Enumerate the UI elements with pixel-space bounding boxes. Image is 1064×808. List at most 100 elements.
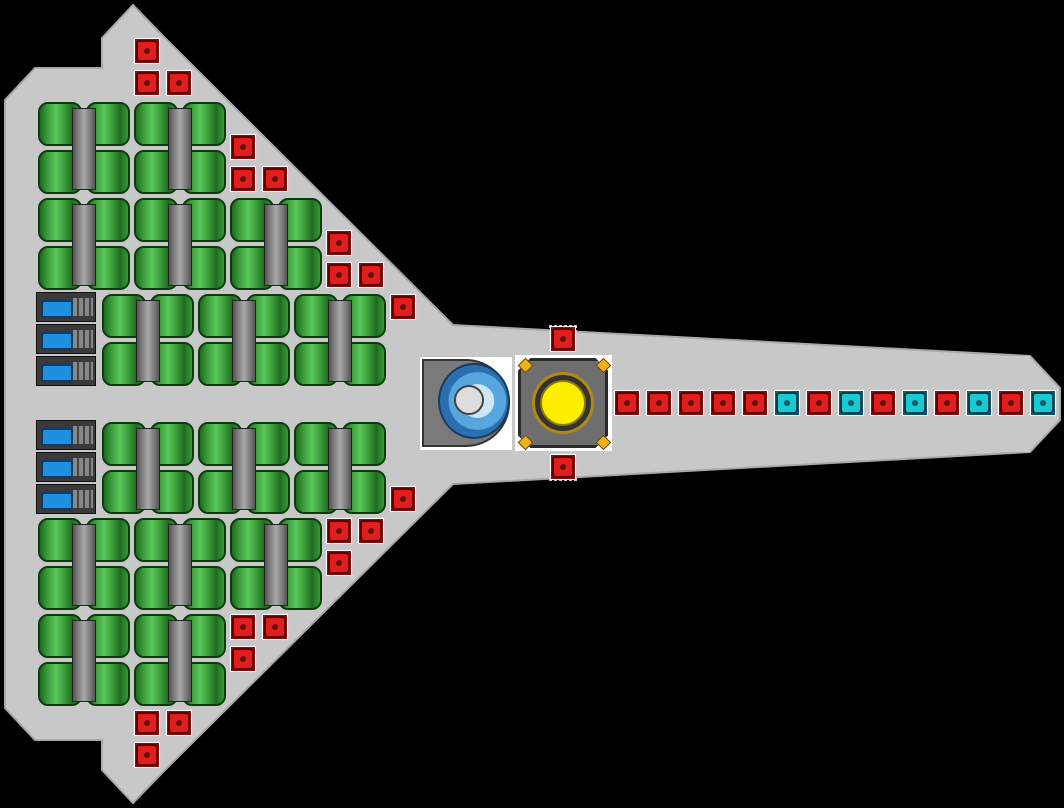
hull-corridor — [36, 388, 420, 420]
fuel-pipe — [168, 620, 192, 702]
fuel-tank[interactable] — [132, 196, 228, 292]
red-thruster[interactable] — [869, 389, 897, 417]
fuel-pipe — [136, 428, 160, 510]
red-thruster-icon — [360, 264, 382, 286]
fuel-pipe — [264, 204, 288, 286]
red-thruster[interactable] — [997, 389, 1025, 417]
red-thruster[interactable] — [133, 741, 161, 769]
battery-cell[interactable] — [36, 420, 96, 450]
red-thruster[interactable] — [325, 261, 353, 289]
fuel-pipe — [72, 108, 96, 190]
fuel-tank[interactable] — [36, 100, 132, 196]
red-thruster-icon — [264, 616, 286, 638]
red-thruster[interactable] — [229, 645, 257, 673]
red-thruster[interactable] — [613, 389, 641, 417]
battery-connector — [73, 490, 93, 508]
cyan-thruster[interactable] — [1029, 389, 1057, 417]
battery-connector — [73, 458, 93, 476]
battery-connector — [73, 426, 93, 444]
fuel-tank[interactable] — [132, 516, 228, 612]
red-thruster[interactable] — [549, 325, 577, 353]
reactor-core[interactable] — [515, 355, 612, 451]
cyan-thruster[interactable] — [901, 389, 929, 417]
battery-icon — [41, 300, 73, 318]
red-thruster[interactable] — [389, 293, 417, 321]
red-thruster[interactable] — [389, 485, 417, 513]
fuel-tank[interactable] — [36, 516, 132, 612]
fuel-pipe — [168, 204, 192, 286]
red-thruster[interactable] — [165, 709, 193, 737]
red-thruster[interactable] — [229, 613, 257, 641]
fuel-tank[interactable] — [132, 100, 228, 196]
battery-cell[interactable] — [36, 324, 96, 354]
red-thruster[interactable] — [165, 69, 193, 97]
red-thruster[interactable] — [325, 229, 353, 257]
red-thruster[interactable] — [645, 389, 673, 417]
battery-cell[interactable] — [36, 292, 96, 322]
red-thruster[interactable] — [741, 389, 769, 417]
battery-icon — [41, 460, 73, 478]
red-thruster[interactable] — [261, 613, 289, 641]
red-thruster[interactable] — [325, 549, 353, 577]
cyan-thruster-icon — [968, 392, 990, 414]
cyan-thruster-icon — [840, 392, 862, 414]
red-thruster[interactable] — [933, 389, 961, 417]
red-thruster-icon — [392, 296, 414, 318]
red-thruster-icon — [136, 712, 158, 734]
battery-icon — [41, 428, 73, 446]
fuel-pipe — [264, 524, 288, 606]
fuel-pipe — [232, 428, 256, 510]
fuel-tank[interactable] — [36, 612, 132, 708]
battery-connector — [73, 298, 93, 316]
red-thruster-icon — [936, 392, 958, 414]
fuel-pipe — [72, 620, 96, 702]
battery-icon — [41, 364, 73, 382]
fuel-tank[interactable] — [132, 612, 228, 708]
red-thruster[interactable] — [357, 517, 385, 545]
fuel-pipe — [72, 204, 96, 286]
cyan-thruster[interactable] — [965, 389, 993, 417]
red-thruster-icon — [808, 392, 830, 414]
fuel-tank[interactable] — [292, 420, 388, 516]
fuel-pipe — [168, 108, 192, 190]
fuel-tank[interactable] — [196, 292, 292, 388]
red-thruster[interactable] — [805, 389, 833, 417]
red-thruster-icon — [1000, 392, 1022, 414]
red-thruster[interactable] — [133, 69, 161, 97]
battery-cell[interactable] — [36, 356, 96, 386]
red-thruster[interactable] — [677, 389, 705, 417]
red-thruster[interactable] — [133, 37, 161, 65]
fuel-tank[interactable] — [228, 516, 324, 612]
red-thruster[interactable] — [261, 165, 289, 193]
fuel-tank[interactable] — [100, 292, 196, 388]
red-thruster-icon — [232, 616, 254, 638]
fuel-tank[interactable] — [292, 292, 388, 388]
battery-icon — [41, 492, 73, 510]
battery-cell[interactable] — [36, 484, 96, 514]
cyan-thruster[interactable] — [773, 389, 801, 417]
cockpit-module[interactable] — [420, 357, 512, 450]
red-thruster[interactable] — [709, 389, 737, 417]
fuel-pipe — [232, 300, 256, 382]
red-thruster[interactable] — [133, 709, 161, 737]
fuel-tank[interactable] — [196, 420, 292, 516]
red-thruster[interactable] — [357, 261, 385, 289]
fuel-pipe — [136, 300, 160, 382]
red-thruster[interactable] — [325, 517, 353, 545]
battery-connector — [73, 330, 93, 348]
red-thruster-icon — [392, 488, 414, 510]
red-thruster[interactable] — [549, 453, 577, 481]
red-thruster[interactable] — [229, 165, 257, 193]
red-thruster-icon — [264, 168, 286, 190]
red-thruster-icon — [328, 264, 350, 286]
fuel-pipe — [72, 524, 96, 606]
pilot-seat-icon — [454, 385, 484, 415]
cyan-thruster[interactable] — [837, 389, 865, 417]
red-thruster[interactable] — [229, 133, 257, 161]
battery-cell[interactable] — [36, 452, 96, 482]
red-thruster-icon — [232, 136, 254, 158]
cyan-thruster-icon — [776, 392, 798, 414]
fuel-tank[interactable] — [36, 196, 132, 292]
fuel-tank[interactable] — [228, 196, 324, 292]
fuel-tank[interactable] — [100, 420, 196, 516]
